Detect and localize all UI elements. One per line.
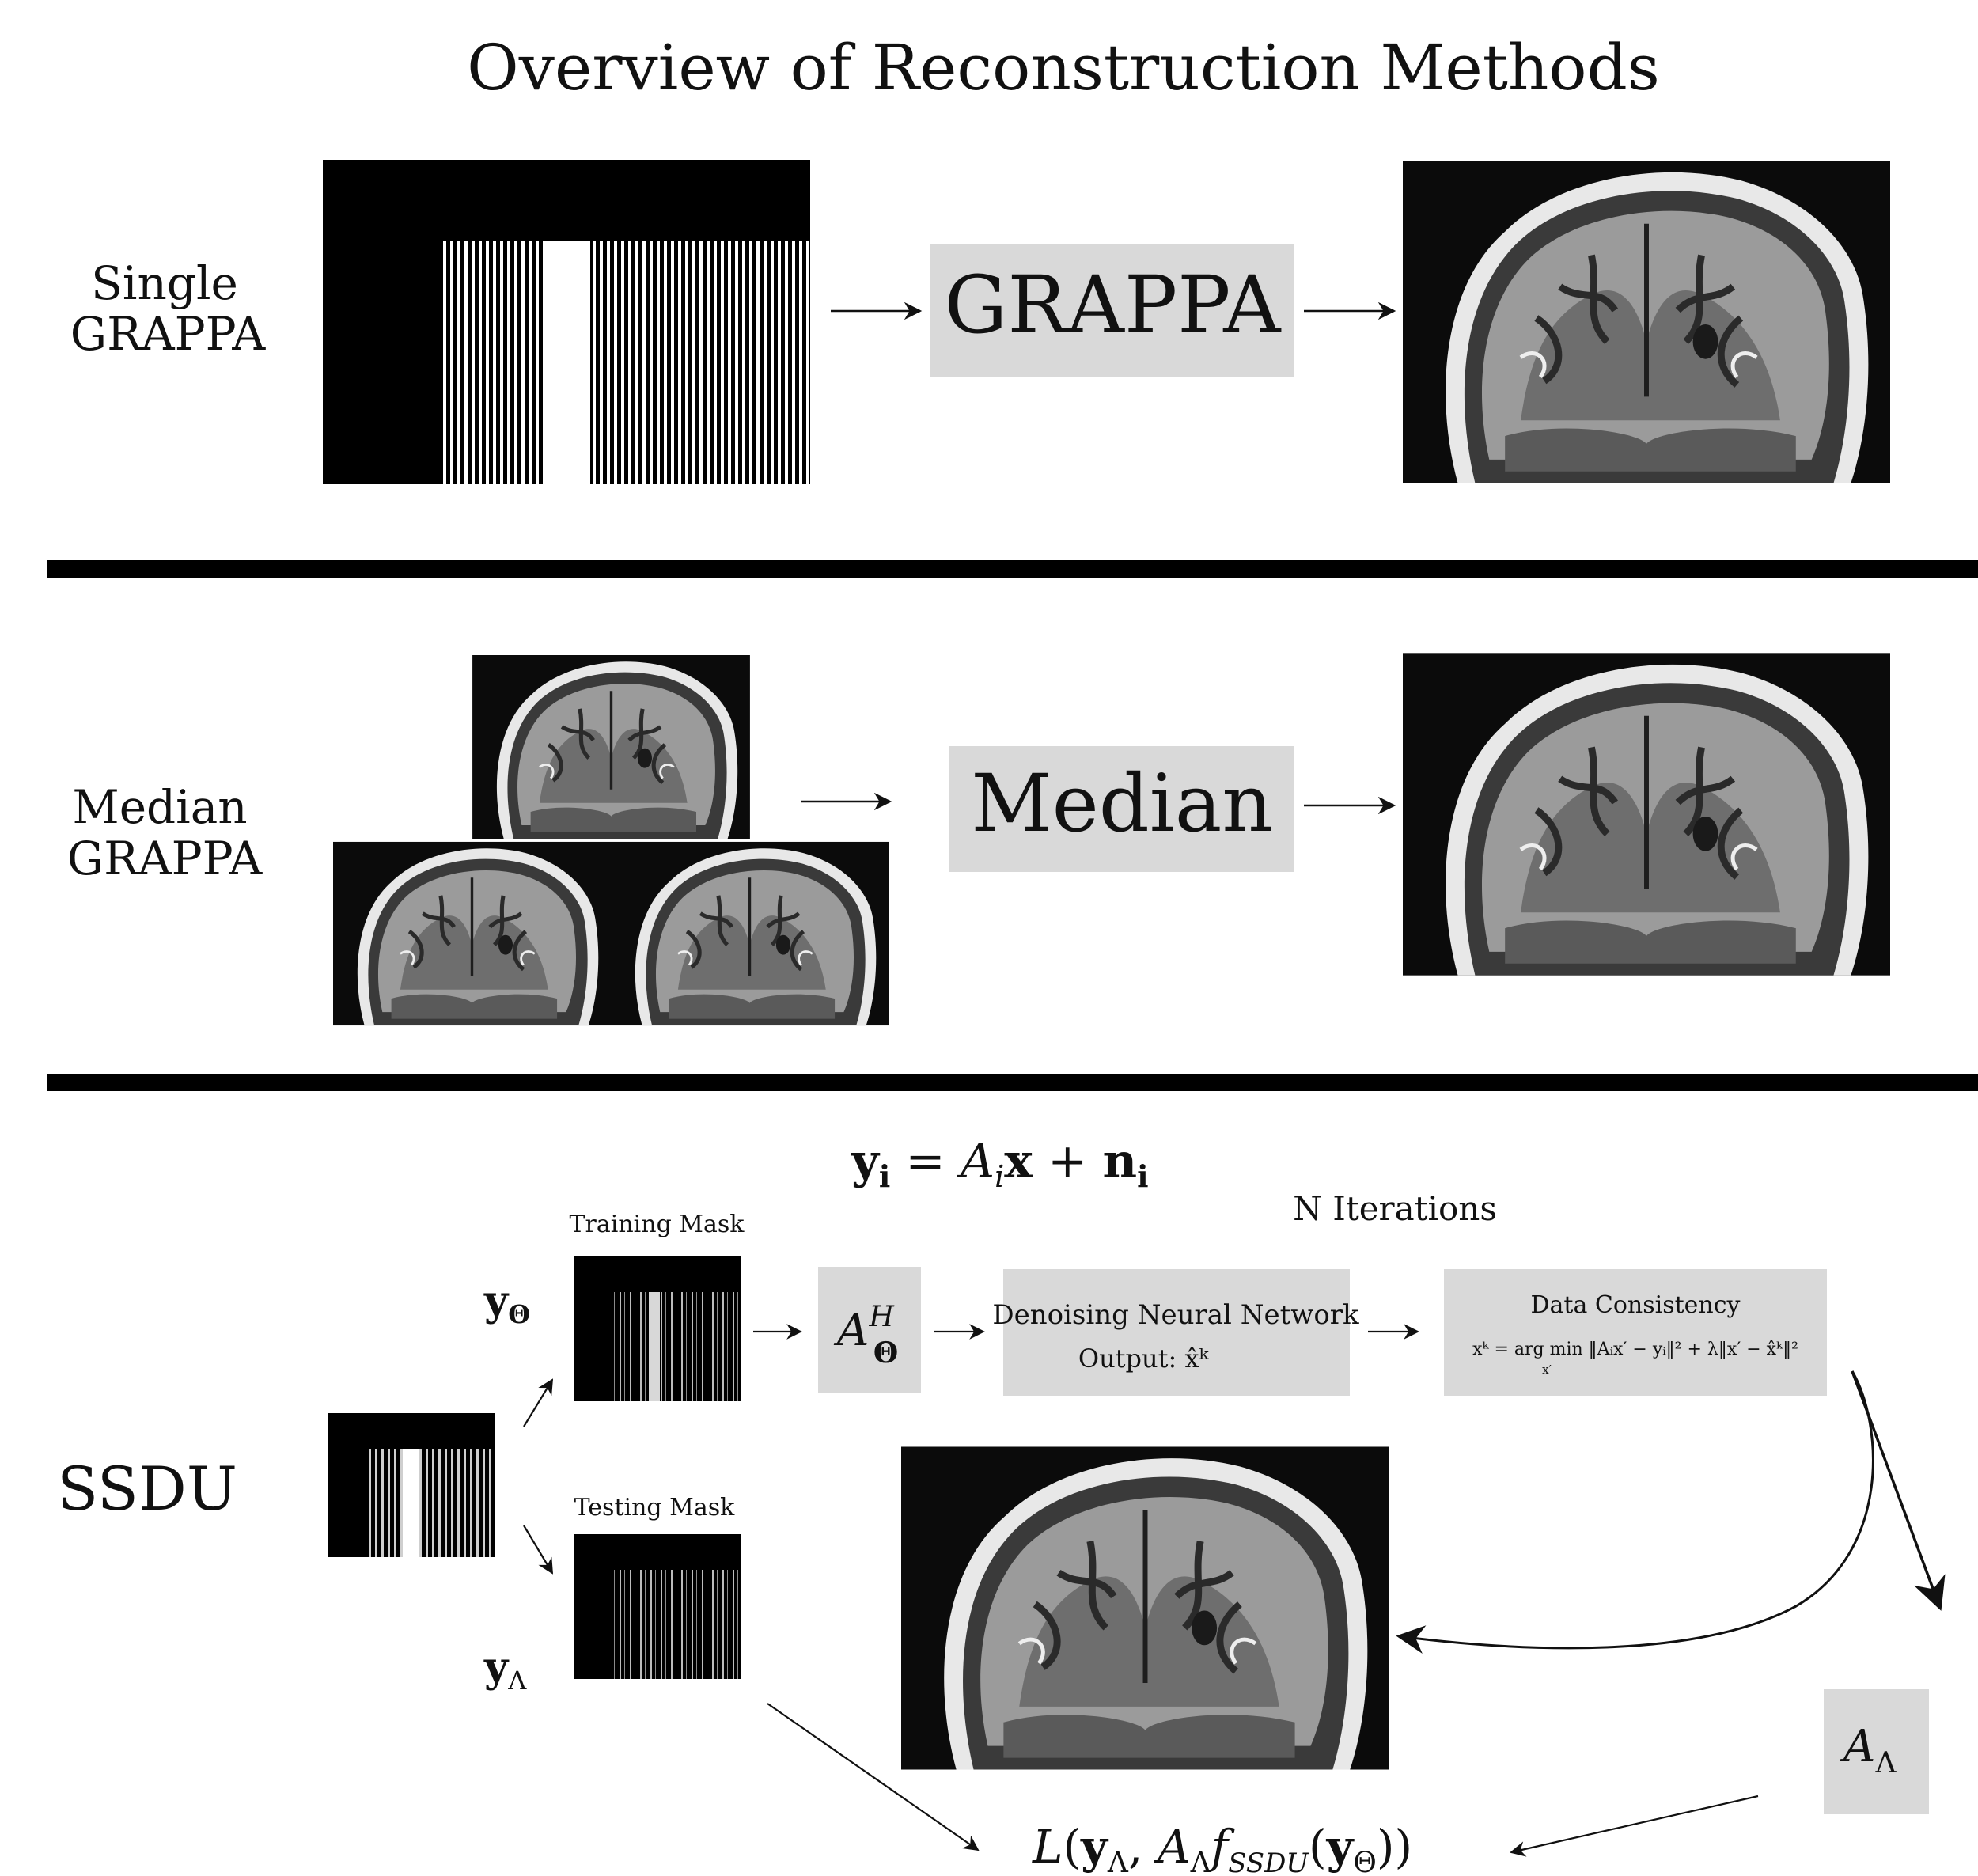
lambda-operator-box: AΛ xyxy=(1824,1689,1929,1814)
ssdu-output-image xyxy=(901,1446,1389,1769)
arrow-dc-to-output-curved xyxy=(1396,1370,1874,1654)
testing-mask-image xyxy=(574,1534,741,1679)
denoiser-title: Denoising Neural Network xyxy=(992,1299,1359,1331)
arrow-dc-to-lambda-operator xyxy=(1851,1370,1946,1611)
arrow-to-testing-mask xyxy=(523,1525,554,1575)
data-consistency-equation: xᵏ = arg min ‖Aᵢx′ − yᵢ‖² + λ‖x′ − x̂ᵏ‖² xyxy=(1472,1340,1798,1359)
arrow-lambda-operator-to-loss xyxy=(1510,1795,1759,1857)
single-grappa-output-image xyxy=(1403,161,1890,483)
grappa-method-label: GRAPPA xyxy=(945,259,1283,351)
y-lambda-label: yΛ xyxy=(483,1643,527,1696)
training-mask-label: Training Mask xyxy=(570,1211,745,1238)
data-consistency-box: Data Consistency xᵏ = arg min ‖Aᵢx′ − yᵢ… xyxy=(1444,1269,1827,1396)
median-input-image-bottom-left xyxy=(333,842,611,1025)
y-theta-label: yΘ xyxy=(483,1277,530,1329)
single-undersampling-mask xyxy=(323,160,810,484)
ssdu-label: SSDU xyxy=(57,1453,237,1524)
ssdu-full-mask xyxy=(328,1413,495,1557)
median-grappa-label-line1: Median xyxy=(72,780,247,834)
arrow-testing-mask-to-loss xyxy=(767,1703,980,1851)
median-method-box: Median xyxy=(949,746,1294,872)
data-consistency-title: Data Consistency xyxy=(1530,1291,1740,1319)
forward-model-equation: yi = Aix + ni xyxy=(851,1134,1149,1194)
median-method-label: Median xyxy=(971,757,1273,850)
section-divider-2 xyxy=(47,1074,1978,1091)
grappa-method-box: GRAPPA xyxy=(930,244,1294,377)
n-iterations-label: N Iterations xyxy=(1293,1189,1497,1228)
single-grappa-label-line1: Single xyxy=(91,256,238,310)
median-grappa-label-line2: GRAPPA xyxy=(67,832,263,885)
median-input-image-top xyxy=(472,655,750,839)
lambda-operator-label: AΛ xyxy=(1840,1721,1897,1779)
data-consistency-argmin-subscript: x′ xyxy=(1542,1362,1552,1377)
section-divider-1 xyxy=(47,560,1978,578)
denoiser-box: Denoising Neural Network Output: x̂ᵏ xyxy=(992,1269,1359,1396)
median-grappa-output-image xyxy=(1403,653,1890,975)
single-grappa-label-line2: GRAPPA xyxy=(70,307,267,361)
testing-mask-label: Testing Mask xyxy=(574,1494,736,1522)
training-mask-image xyxy=(574,1256,741,1401)
figure-title: Overview of Reconstruction Methods xyxy=(467,31,1660,104)
median-input-image-bottom-right xyxy=(611,842,889,1025)
denoiser-output: Output: x̂ᵏ xyxy=(1078,1344,1210,1374)
ssdu-loss-expression: L(yΛ, AΛfSSDU(yΘ)) xyxy=(1032,1820,1412,1876)
arrow-to-training-mask xyxy=(523,1378,554,1427)
